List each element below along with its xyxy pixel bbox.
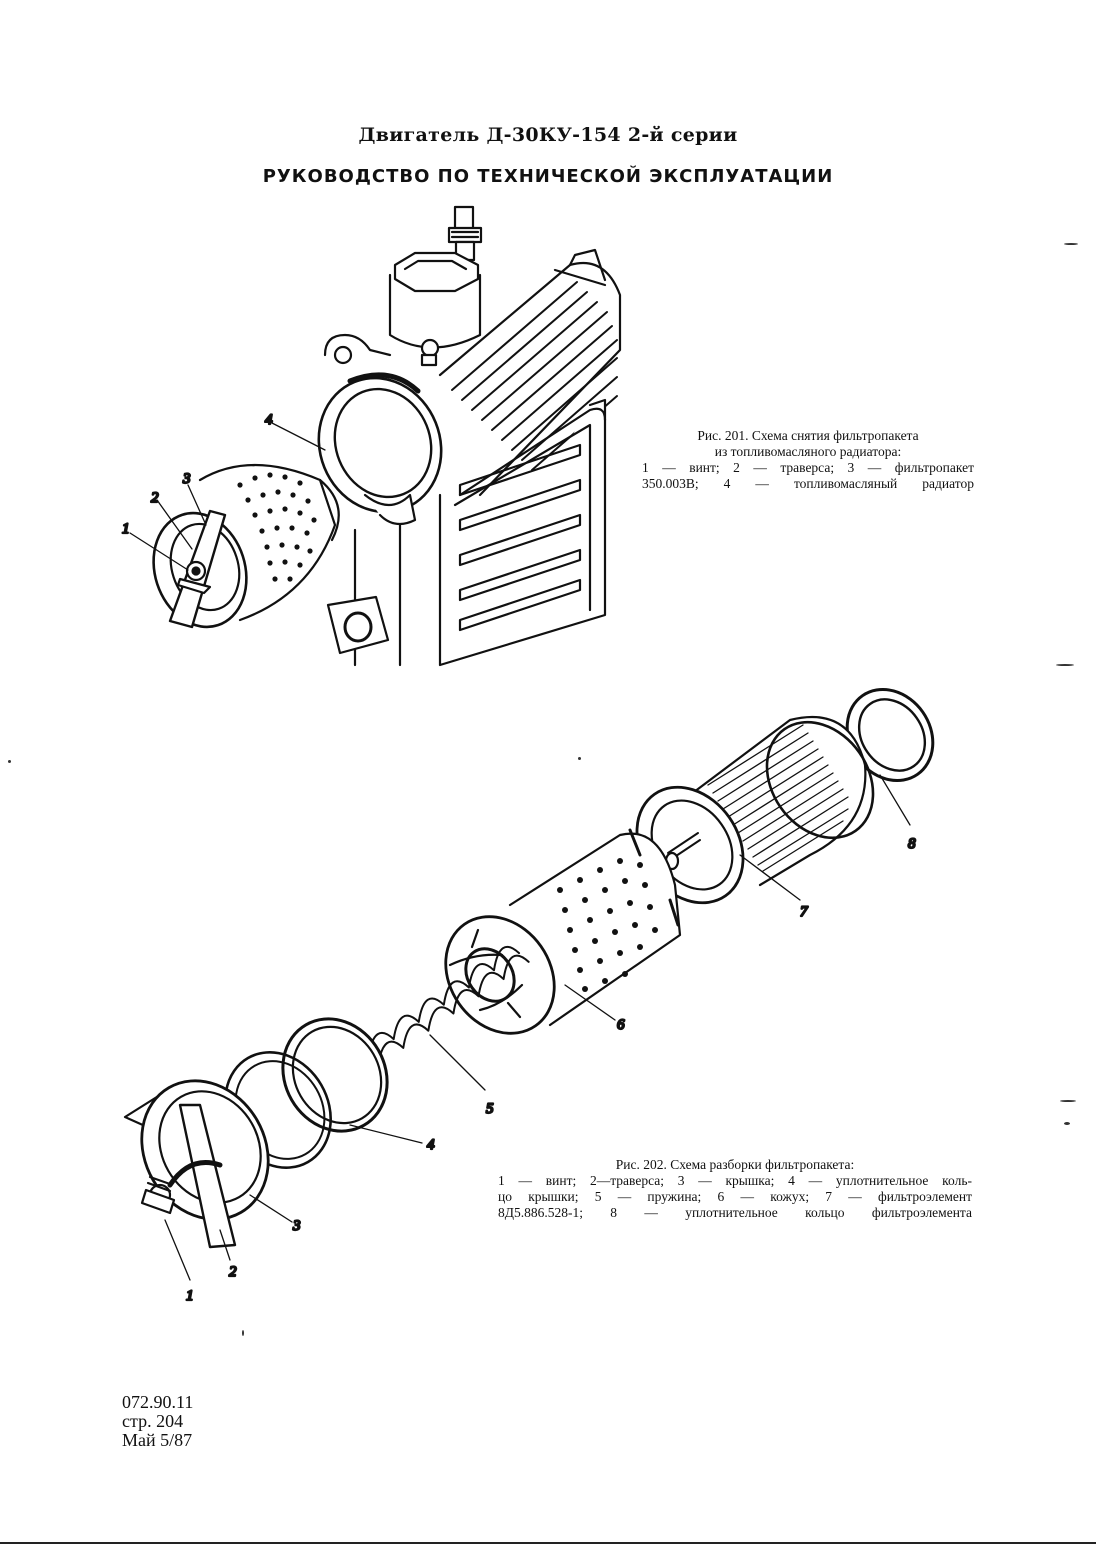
figure-201-leaders bbox=[129, 422, 326, 571]
cover-assembly bbox=[123, 1079, 270, 1249]
figure-201-illustration: 4 3 2 1 bbox=[121, 205, 622, 667]
figure-201-caption: Рис. 201. Схема снятия фильтропакета из … bbox=[642, 428, 974, 492]
callout-2: 2 bbox=[229, 1264, 237, 1280]
bottom-rule bbox=[0, 1542, 1096, 1544]
callout-5: 5 bbox=[486, 1101, 494, 1117]
figure-201-caption-title: Рис. 201. Схема снятия фильтропакета bbox=[697, 428, 919, 443]
scan-speck bbox=[1064, 1122, 1070, 1125]
radiator-opening bbox=[317, 333, 443, 667]
callout-4: 4 bbox=[265, 412, 273, 428]
callout-8: 8 bbox=[908, 836, 916, 852]
revision-date: Май 5/87 bbox=[122, 1430, 193, 1450]
radiator-body bbox=[420, 248, 622, 667]
scan-speck bbox=[8, 760, 11, 763]
scan-speck bbox=[578, 757, 581, 760]
figure-202-illustration: 8 7 6 5 4 3 2 1 bbox=[123, 687, 935, 1305]
document-footer: 072.90.11 стр. 204 Май 5/87 bbox=[122, 1393, 193, 1450]
callout-3: 3 bbox=[292, 1218, 301, 1234]
figure-202-caption-title: Рис. 202. Схема разборки фильтропакета: bbox=[615, 1157, 855, 1172]
callout-1: 1 bbox=[122, 521, 130, 537]
figure-202-caption-line3: цо крышки; 5 — пружина; 6 — кожух; 7 — ф… bbox=[498, 1189, 972, 1204]
scan-speck bbox=[1060, 1100, 1076, 1102]
callout-3: 3 bbox=[182, 471, 191, 487]
scan-speck bbox=[1064, 243, 1078, 245]
figure-201-caption-line2: из топливомасляного радиатора: bbox=[714, 444, 902, 459]
filter-pack bbox=[152, 463, 340, 629]
figure-201-caption-line4: 350.003В; 4 — топливомасляный радиатор bbox=[642, 476, 974, 491]
figure-202-caption: Рис. 202. Схема разборки фильтропакета: … bbox=[498, 1157, 972, 1221]
doc-code: 072.90.11 bbox=[122, 1392, 194, 1412]
perforated-casing bbox=[444, 828, 682, 1035]
callout-7: 7 bbox=[800, 904, 809, 920]
seal-ring-cover bbox=[224, 1017, 389, 1169]
page-number: стр. 204 bbox=[122, 1411, 184, 1431]
radiator-cap bbox=[388, 251, 482, 349]
callout-1: 1 bbox=[186, 1288, 194, 1304]
figure-202-leaders bbox=[164, 774, 911, 1281]
callout-4: 4 bbox=[427, 1137, 435, 1153]
figure-202-caption-line2: 1 — винт; 2—траверса; 3 — крышка; 4 — уп… bbox=[498, 1173, 972, 1188]
scan-speck bbox=[1056, 664, 1074, 666]
spring bbox=[367, 945, 530, 1067]
scan-speck bbox=[242, 1330, 244, 1336]
page-title: Двигатель Д-30КУ-154 2-й серии bbox=[358, 124, 738, 146]
callout-6: 6 bbox=[617, 1017, 625, 1033]
fitting-top bbox=[447, 205, 483, 262]
callout-2: 2 bbox=[151, 490, 159, 506]
page-subtitle: РУКОВОДСТВО ПО ТЕХНИЧЕСКОЙ ЭКСПЛУАТАЦИИ bbox=[262, 166, 834, 187]
figure-202-caption-line4: 8Д5.886.528-1; 8 — уплотнительное кольцо… bbox=[498, 1205, 972, 1220]
figure-201-caption-line3: 1 — винт; 2 — траверса; 3 — фильтропакет bbox=[642, 460, 974, 475]
